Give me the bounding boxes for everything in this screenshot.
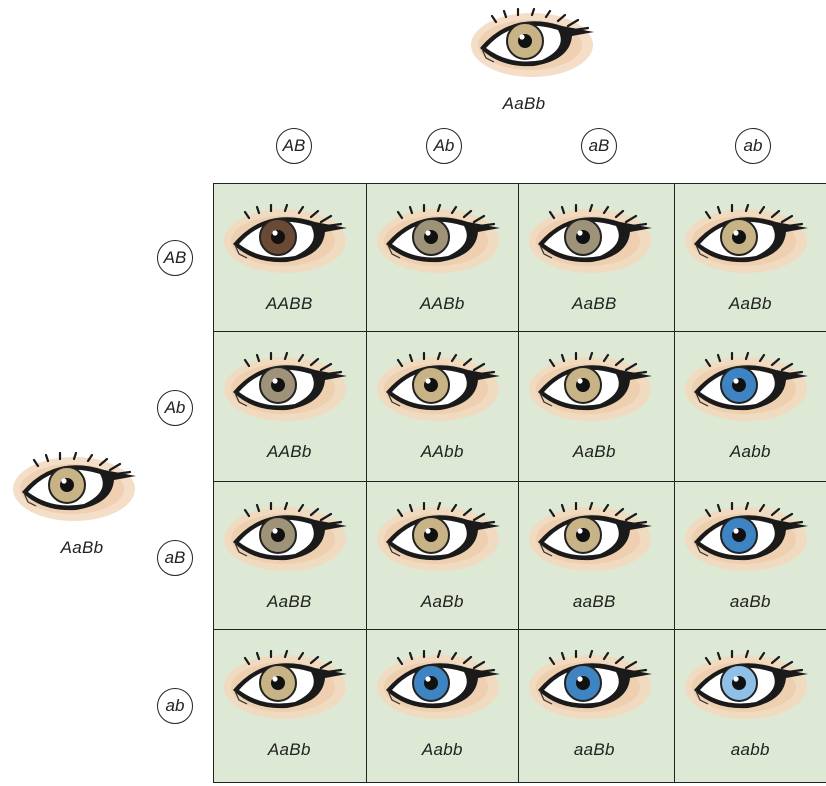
eye-icon — [528, 650, 658, 722]
punnett-cell: aaBb — [674, 481, 826, 630]
punnett-cell: AAbb — [366, 331, 519, 482]
eye-icon — [376, 204, 506, 276]
punnett-cell: AaBB — [518, 183, 675, 332]
punnett-cell: aaBB — [518, 481, 675, 630]
column-gamete-a-lower-b: aB — [581, 128, 617, 164]
eye-icon — [684, 502, 814, 574]
cell-genotype: AaBb — [534, 442, 654, 462]
cell-genotype: AABb — [229, 442, 349, 462]
punnett-cell: AaBb — [518, 331, 675, 482]
top-parent-genotype: AaBb — [464, 94, 584, 114]
cell-genotype: AaBb — [690, 294, 810, 314]
eye-icon — [376, 502, 506, 574]
row-gamete-a-lower-b: aB — [157, 540, 193, 576]
cell-genotype: AAbb — [382, 442, 502, 462]
cell-genotype: aaBb — [534, 740, 654, 760]
punnett-cell: aabb — [674, 629, 826, 782]
left-parent-genotype: AaBb — [22, 538, 142, 558]
eye-icon — [223, 650, 353, 722]
cell-genotype: Aabb — [690, 442, 810, 462]
cell-genotype: AABb — [382, 294, 502, 314]
eye-icon — [684, 204, 814, 276]
top-parent-eye-icon — [470, 8, 600, 80]
column-gamete-ab-upper: AB — [276, 128, 312, 164]
eye-icon — [528, 204, 658, 276]
column-gamete-ab-lower: ab — [735, 128, 771, 164]
cell-genotype: AaBb — [382, 592, 502, 612]
punnett-cell: Aabb — [366, 629, 519, 782]
punnett-cell: AaBb — [213, 629, 367, 782]
cell-genotype: Aabb — [382, 740, 502, 760]
eye-icon — [684, 352, 814, 424]
eye-icon — [528, 352, 658, 424]
cell-genotype: aaBb — [690, 592, 810, 612]
eye-icon — [223, 204, 353, 276]
punnett-cell: AaBb — [674, 183, 826, 332]
row-gamete-ab-lower: ab — [157, 688, 193, 724]
cell-genotype: aaBB — [534, 592, 654, 612]
eye-icon — [223, 502, 353, 574]
eye-icon — [376, 650, 506, 722]
eye-icon — [684, 650, 814, 722]
punnett-cell: aaBb — [518, 629, 675, 782]
cell-genotype: AaBB — [229, 592, 349, 612]
eye-icon — [376, 352, 506, 424]
punnett-cell: AaBb — [366, 481, 519, 630]
punnett-cell: AABb — [213, 331, 367, 482]
row-gamete-a-b-lower: Ab — [157, 390, 193, 426]
eye-icon — [223, 352, 353, 424]
left-parent-eye-icon — [12, 452, 142, 524]
punnett-cell: Aabb — [674, 331, 826, 482]
column-gamete-a-b-lower: Ab — [426, 128, 462, 164]
punnett-cell: AABb — [366, 183, 519, 332]
cell-genotype: AaBB — [534, 294, 654, 314]
punnett-cell: AaBB — [213, 481, 367, 630]
cell-genotype: AABB — [229, 294, 349, 314]
punnett-cell: AABB — [213, 183, 367, 332]
row-gamete-ab-upper: AB — [157, 240, 193, 276]
cell-genotype: aabb — [690, 740, 810, 760]
punnett-square: AABB AABb AaBB AaBb AABb AAbb AaBb Aabb … — [214, 184, 826, 782]
eye-icon — [528, 502, 658, 574]
cell-genotype: AaBb — [229, 740, 349, 760]
